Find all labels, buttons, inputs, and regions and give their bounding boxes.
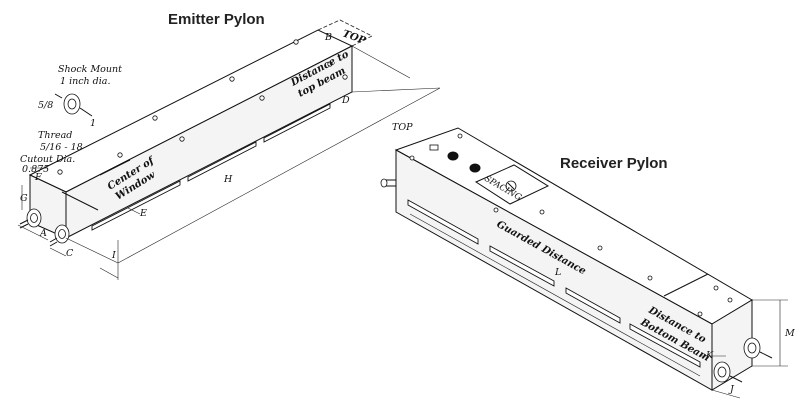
receiver-panel-seam xyxy=(663,273,709,297)
emitter-shock-dia: 1 inch dia. xyxy=(60,76,110,87)
emitter-shock-1: 1 xyxy=(90,118,96,129)
receiver-window-slot-4 xyxy=(629,323,701,368)
receiver-screw xyxy=(597,245,603,251)
emitter-dim-d-ext xyxy=(351,45,411,79)
receiver-window-slot-1 xyxy=(407,199,479,245)
emitter-dim-b: B xyxy=(324,32,332,43)
emitter-shock-58: 5/8 xyxy=(38,100,53,111)
emitter-cutout: Cutout Dia. xyxy=(20,154,75,165)
emitter-screw xyxy=(327,61,333,67)
emitter-dim-e: E xyxy=(139,208,147,219)
emitter-thread: Thread xyxy=(38,130,72,141)
receiver-dim-m: M xyxy=(784,328,795,339)
emitter-dim-h-line xyxy=(117,87,441,264)
receiver-dim-l-line xyxy=(409,213,701,377)
emitter-screw xyxy=(117,152,123,158)
emitter-screw xyxy=(342,74,348,80)
receiver-screw xyxy=(409,155,415,161)
receiver-indicator-light-1 xyxy=(447,151,459,161)
emitter-dim-h-ext-2 xyxy=(65,237,119,264)
receiver-dim-l: L xyxy=(554,267,561,278)
receiver-title: Receiver Pylon xyxy=(560,155,668,172)
receiver-shock-mount-2 xyxy=(743,337,773,359)
receiver-top-label: TOP xyxy=(392,122,413,133)
receiver-screw xyxy=(713,285,719,291)
receiver-dim-k: K xyxy=(705,350,714,361)
receiver-screw xyxy=(647,275,653,281)
emitter-thread-size: 5/16 - 18 xyxy=(40,142,83,153)
emitter-dim-c-line xyxy=(49,247,67,257)
emitter-dim-h-ext xyxy=(351,87,441,93)
receiver-side-mount xyxy=(380,178,396,188)
emitter-cutout-value: 0.875 xyxy=(22,164,49,175)
emitter-shock-mount-1 xyxy=(19,208,42,229)
emitter-screw xyxy=(57,169,63,175)
receiver-window-slot-2 xyxy=(489,245,555,287)
emitter-dim-c: C xyxy=(66,248,74,259)
emitter-dim-h: H xyxy=(223,174,233,185)
emitter-window-slot-2 xyxy=(187,141,257,182)
emitter-panel-seam-2 xyxy=(99,159,131,176)
emitter-panel-seam xyxy=(61,191,99,211)
receiver-screw xyxy=(697,311,703,317)
receiver-connector xyxy=(429,144,439,151)
emitter-dim-e-line xyxy=(127,207,141,215)
emitter-screw xyxy=(259,95,265,101)
emitter-pylon: Emitter Pylon TOP B D H E I F G A C Dist… xyxy=(17,11,441,280)
emitter-dim-i-ext xyxy=(99,267,119,279)
emitter-title: Emitter Pylon xyxy=(168,11,265,28)
emitter-dim-a: A xyxy=(39,228,47,239)
emitter-screw xyxy=(229,76,235,82)
emitter-dim-i: I xyxy=(111,250,116,261)
receiver-dim-j-line xyxy=(711,389,741,399)
receiver-window-slot-3 xyxy=(565,287,621,324)
receiver-screw xyxy=(539,209,545,215)
receiver-screw xyxy=(493,207,499,213)
emitter-dim-b-line xyxy=(317,19,373,47)
emitter-window-slot-3 xyxy=(263,103,331,143)
emitter-dim-f: F xyxy=(34,172,42,183)
receiver-shock-mount-1 xyxy=(713,361,743,383)
emitter-dim-a-line xyxy=(17,224,49,241)
receiver-dim-j: J xyxy=(728,384,735,395)
receiver-screw xyxy=(727,297,733,303)
receiver-indicator-light-2 xyxy=(469,163,481,173)
receiver-pylon: SPACING xyxy=(380,122,795,399)
emitter-screw xyxy=(293,39,299,45)
receiver-screw xyxy=(457,133,463,139)
emitter-shock-mount: Shock Mount xyxy=(58,64,122,75)
emitter-dim-d: D xyxy=(341,95,350,106)
emitter-screw xyxy=(152,115,158,121)
emitter-window-slot-1 xyxy=(91,180,181,231)
receiver-spacing-dial-pointer xyxy=(507,182,515,190)
emitter-shock-mount-2 xyxy=(49,224,70,247)
emitter-shock-mount-detail xyxy=(54,93,93,117)
emitter-screw xyxy=(179,136,185,142)
emitter-dim-g: G xyxy=(20,193,28,204)
